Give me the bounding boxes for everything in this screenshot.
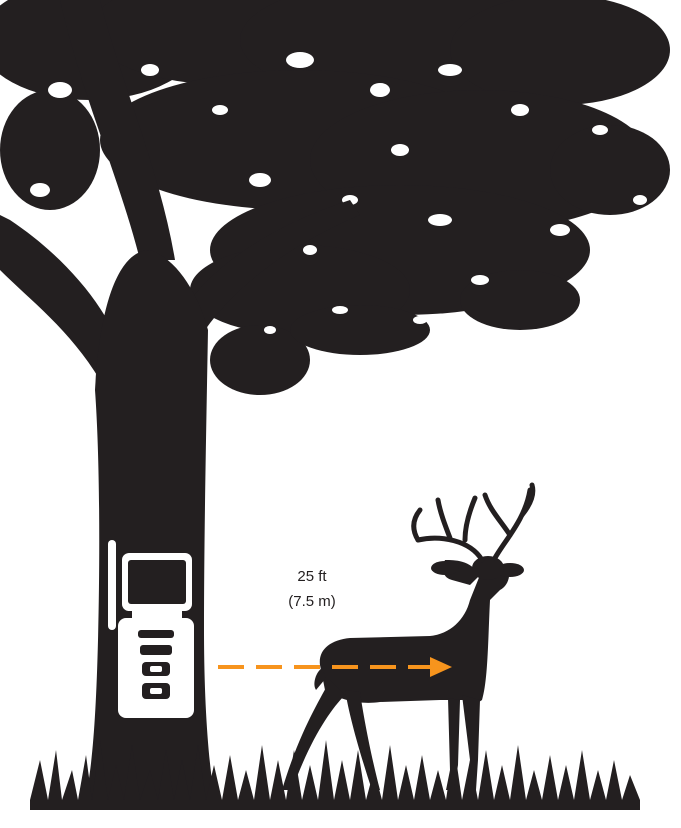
deer-head-top — [472, 556, 504, 580]
camera-led-upper-inner — [150, 666, 162, 672]
camera-hinge — [132, 611, 182, 619]
distance-label-meters: (7.5 m) — [272, 591, 352, 613]
camera-lens-bar — [138, 630, 174, 638]
deer-antlers — [414, 485, 533, 560]
deer-silhouette — [282, 485, 533, 790]
deer-leg-back — [282, 680, 345, 790]
camera-antenna — [108, 540, 116, 630]
camera-solar-panel — [128, 560, 186, 604]
deer-ear-left — [431, 561, 459, 575]
deer-leg-back-2 — [345, 690, 380, 790]
camera-led-lower-inner — [150, 688, 162, 694]
deer-leg-front — [462, 695, 480, 790]
camera-sensor — [140, 645, 172, 655]
distance-label-feet: 25 ft — [272, 566, 352, 588]
